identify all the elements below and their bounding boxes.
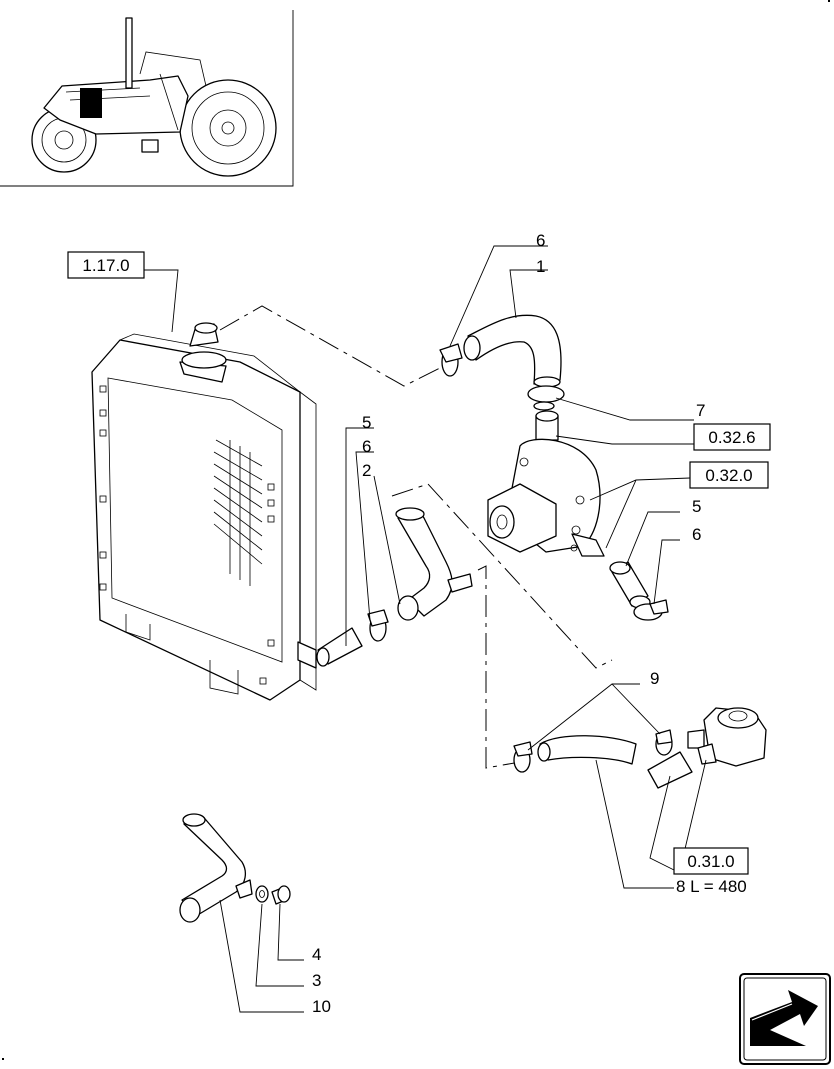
callout-10: 10 xyxy=(312,997,331,1016)
callout-6-top: 6 xyxy=(536,231,545,250)
ref-box-0-32-0[interactable]: 0.32.0 xyxy=(689,461,769,489)
ref-label-0-32-6: 0.32.6 xyxy=(708,428,755,447)
sealing-washer xyxy=(255,885,269,903)
pump-outlet-hose xyxy=(609,561,651,609)
callout-5-right: 5 xyxy=(692,497,701,516)
callout-1: 1 xyxy=(536,257,545,276)
tractor-locator-icon xyxy=(0,10,294,187)
callout-4: 4 xyxy=(312,945,321,964)
hose-clamp-pump xyxy=(527,385,565,411)
ref-label-0-31-0: 0.31.0 xyxy=(687,852,734,871)
callout-6-mid: 6 xyxy=(362,437,371,456)
water-pump xyxy=(487,410,605,557)
callout-5-mid: 5 xyxy=(362,413,371,432)
hose-sleeve xyxy=(316,627,363,667)
callout-3: 3 xyxy=(312,971,321,990)
heater-hose xyxy=(537,735,637,765)
callout-2: 2 xyxy=(362,461,371,480)
elbow-pipe xyxy=(179,813,253,923)
callout-9: 9 xyxy=(650,669,659,688)
ref-label-1-17-0: 1.17.0 xyxy=(82,256,129,275)
ref-box-0-31-0[interactable]: 0.31.0 xyxy=(673,847,749,875)
hose-clamp-left xyxy=(513,741,533,773)
radiator xyxy=(91,322,317,701)
thermostat-housing xyxy=(647,707,767,789)
callout-7: 7 xyxy=(696,401,705,420)
hose-clamp-heater xyxy=(655,729,673,756)
ref-box-0-32-6[interactable]: 0.32.6 xyxy=(693,423,771,451)
ref-box-1-17-0[interactable]: 1.17.0 xyxy=(67,251,145,279)
callout-8-length: 8 L = 480 xyxy=(676,877,747,896)
callout-6-right: 6 xyxy=(692,525,701,544)
upper-hose xyxy=(463,314,562,388)
ref-label-0-32-0: 0.32.0 xyxy=(705,466,752,485)
hose-clamp-upper xyxy=(439,343,463,377)
next-page-arrow-icon[interactable] xyxy=(739,973,831,1065)
lower-hose-bend xyxy=(395,507,473,621)
bolt xyxy=(271,885,291,905)
hose-clamp-lower xyxy=(367,609,389,642)
